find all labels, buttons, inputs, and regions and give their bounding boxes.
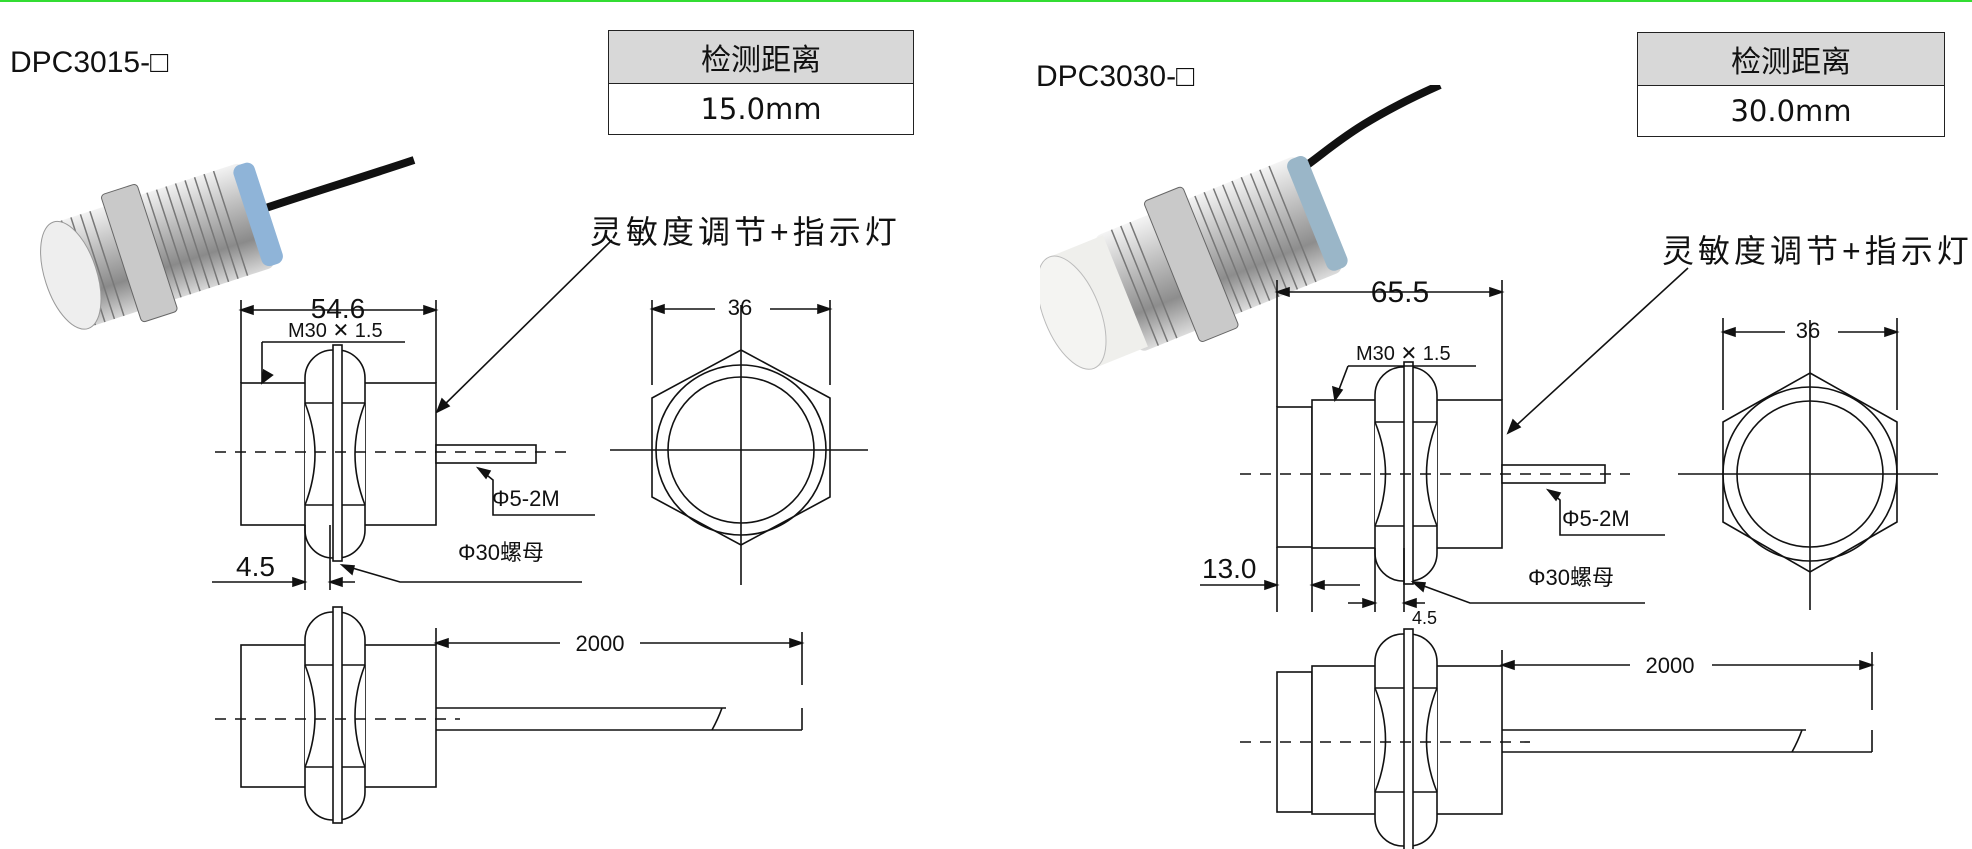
left-dim-cable: Φ5-2M [492, 486, 560, 511]
left-spec-value: 15.0mm [700, 92, 822, 126]
left-spec-header: 检测距离 [609, 31, 913, 84]
left-sensor-photo [40, 156, 416, 330]
right-spec-table: 检测距离 30.0mm [1637, 32, 1945, 137]
right-dim-hex: 36 [1796, 318, 1820, 343]
right-model-title: DPC3030-□ [1036, 60, 1195, 93]
left-dim-thread: M30 ✕ 1.5 [288, 320, 383, 342]
right-dim-offset: 13.0 [1202, 553, 1257, 584]
left-dim-cable-length: 2000 [576, 631, 625, 656]
right-dim-length: 65.5 [1371, 276, 1429, 309]
right-callout-label: 灵敏度调节+指示灯 [1662, 233, 1972, 269]
left-dim-hex: 36 [728, 295, 752, 320]
right-dim-nut-thickness: 4.5 [1412, 608, 1437, 628]
right-dim-nut: Φ30螺母 [1528, 565, 1614, 590]
left-spec-table: 检测距离 15.0mm [608, 30, 914, 135]
left-model-title: DPC3015-□ [10, 46, 169, 79]
right-dim-thread: M30 ✕ 1.5 [1356, 343, 1451, 365]
right-sensor-photo [1040, 85, 1442, 370]
right-spec-value: 30.0mm [1730, 94, 1852, 128]
right-dim-cable: Φ5-2M [1562, 506, 1630, 531]
left-callout-label: 灵敏度调节+指示灯 [590, 214, 901, 250]
right-spec-header: 检测距离 [1638, 33, 1944, 86]
left-dim-nut: Φ30螺母 [458, 540, 544, 565]
right-dim-cable-length: 2000 [1646, 653, 1695, 678]
left-dim-length: 54.6 [311, 293, 366, 324]
left-dim-nut-thickness: 4.5 [236, 551, 275, 582]
top-rule [0, 0, 1972, 2]
